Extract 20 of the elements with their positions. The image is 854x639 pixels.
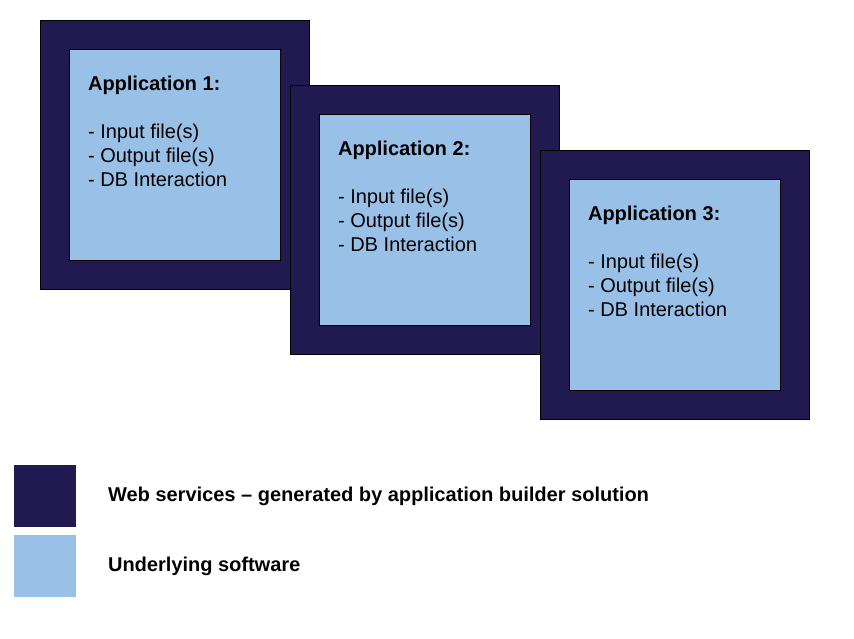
list-item: - DB Interaction [338,233,478,257]
list-item: - Input file(s) [588,250,700,274]
card-title: Application 1: [88,72,222,96]
application-card [319,114,531,326]
list-item: - Output file(s) [88,144,216,168]
application-card [569,179,781,391]
service-panel [540,150,810,420]
card-title: Application 2: [338,137,472,161]
legend-label: Web services – generated by application builder solution [108,484,649,507]
list-item: - Output file(s) [338,209,466,233]
list-item: - Output file(s) [588,274,716,298]
list-item: - DB Interaction [88,168,228,192]
legend-label: Underlying software [108,554,300,577]
service-panel [290,85,560,355]
service-panel [40,20,310,290]
application-card [69,49,281,261]
list-item: - Input file(s) [88,120,200,144]
card-title: Application 3: [588,202,722,226]
list-item: - Input file(s) [338,185,450,209]
list-item: - DB Interaction [588,298,728,322]
